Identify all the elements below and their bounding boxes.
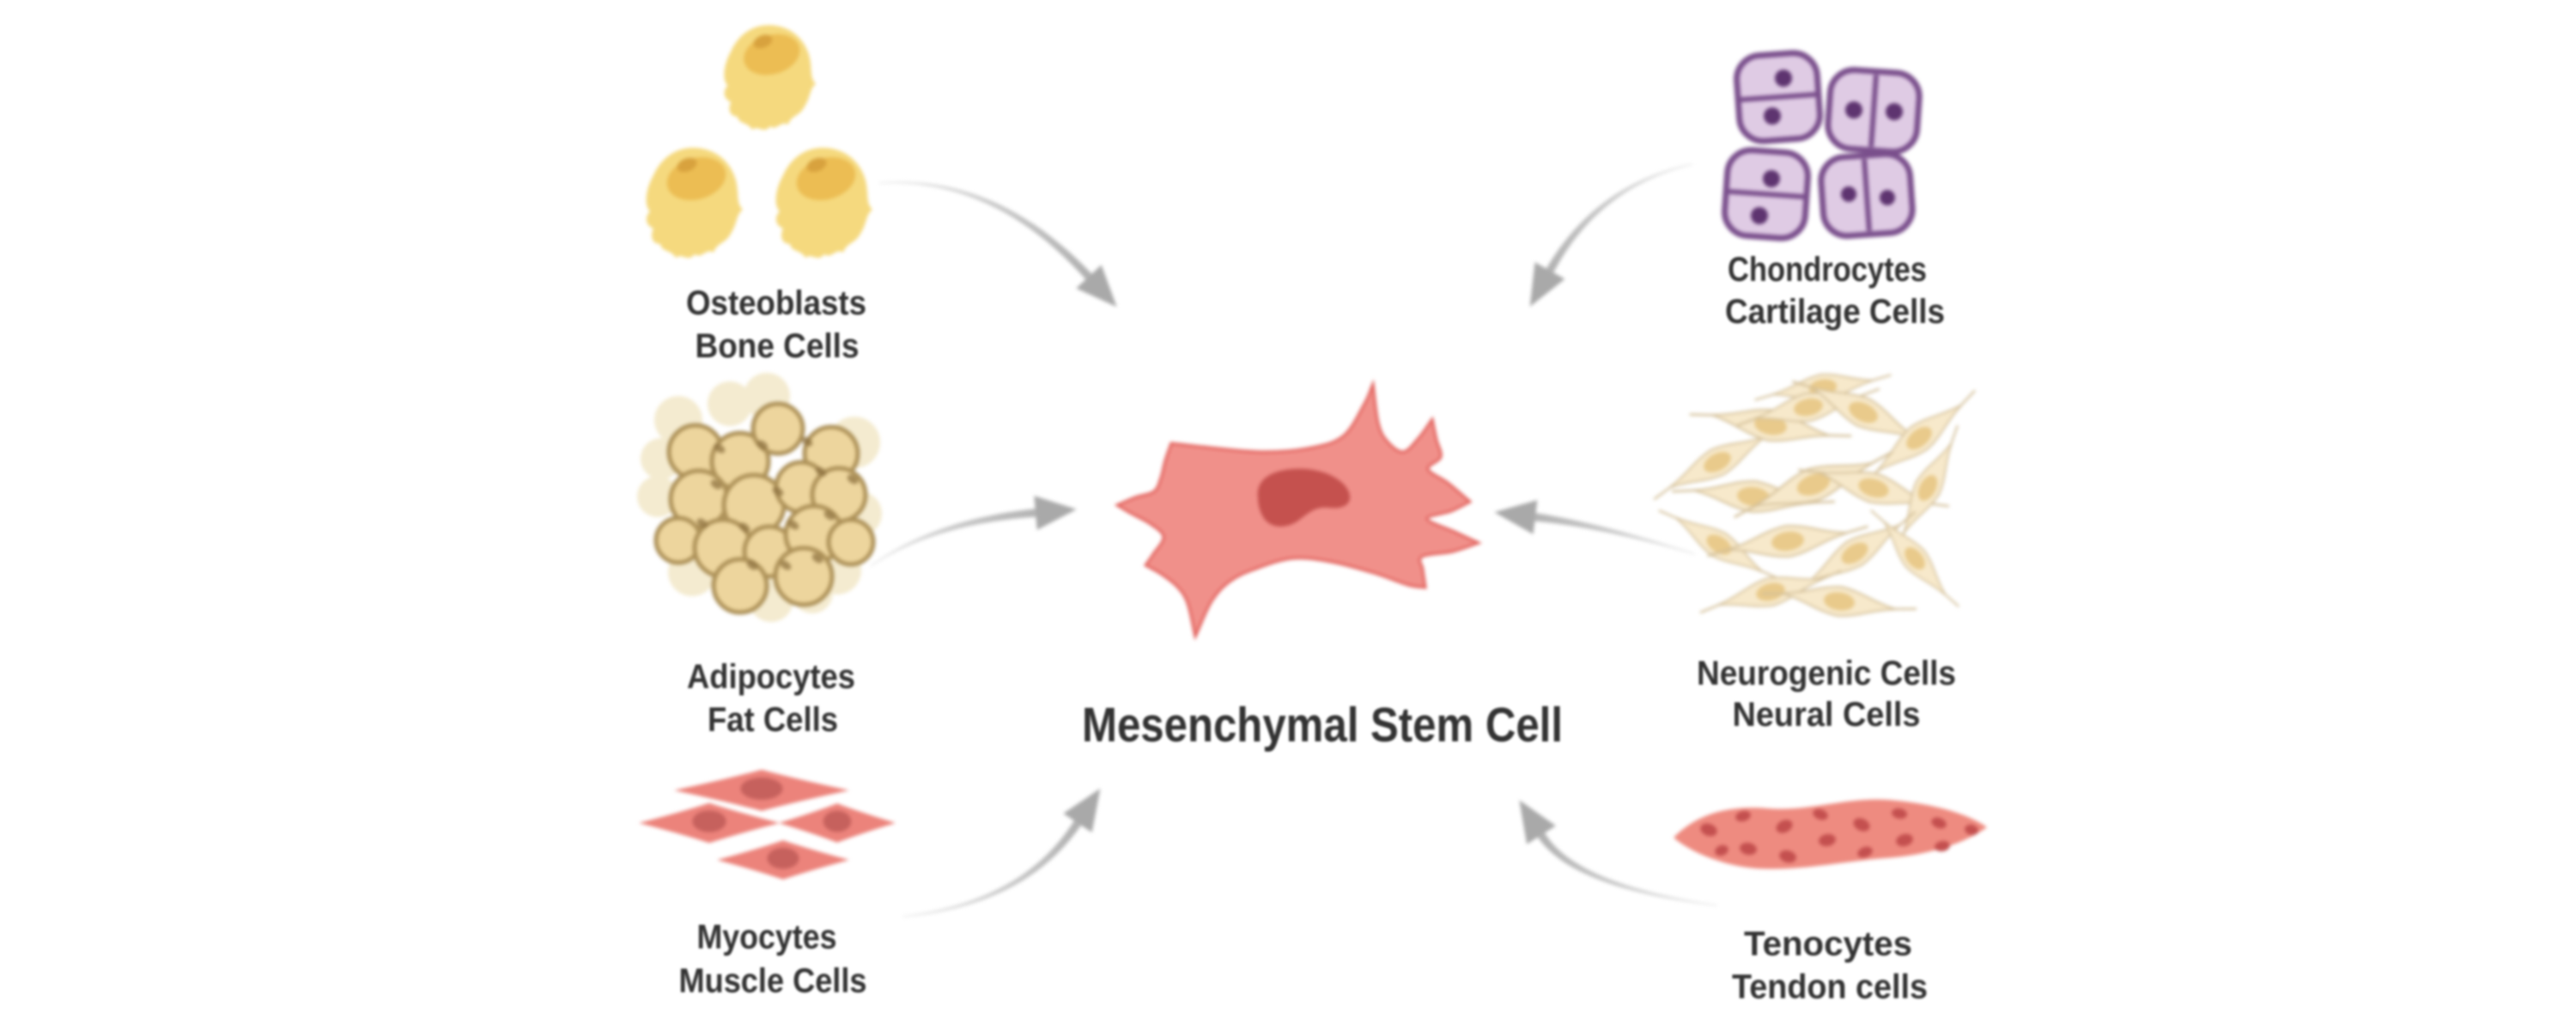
svg-text:Cartilage Cells: Cartilage Cells: [1725, 293, 1945, 331]
svg-text:Myocytes: Myocytes: [697, 918, 837, 956]
svg-text:Fat Cells: Fat Cells: [708, 701, 838, 739]
svg-text:Tenocytes: Tenocytes: [1744, 925, 1912, 963]
svg-text:Bone Cells: Bone Cells: [696, 327, 860, 365]
svg-text:Neurogenic Cells: Neurogenic Cells: [1697, 655, 1956, 692]
svg-text:Osteoblasts: Osteoblasts: [686, 284, 866, 322]
svg-text:Tendon cells: Tendon cells: [1732, 968, 1928, 1006]
svg-text:Chondrocytes: Chondrocytes: [1728, 251, 1927, 289]
svg-text:Muscle Cells: Muscle Cells: [679, 962, 867, 1000]
svg-text:Neural Cells: Neural Cells: [1733, 696, 1921, 734]
svg-text:Adipocytes: Adipocytes: [687, 658, 855, 696]
svg-text:Mesenchymal Stem Cell: Mesenchymal Stem Cell: [1082, 698, 1563, 753]
